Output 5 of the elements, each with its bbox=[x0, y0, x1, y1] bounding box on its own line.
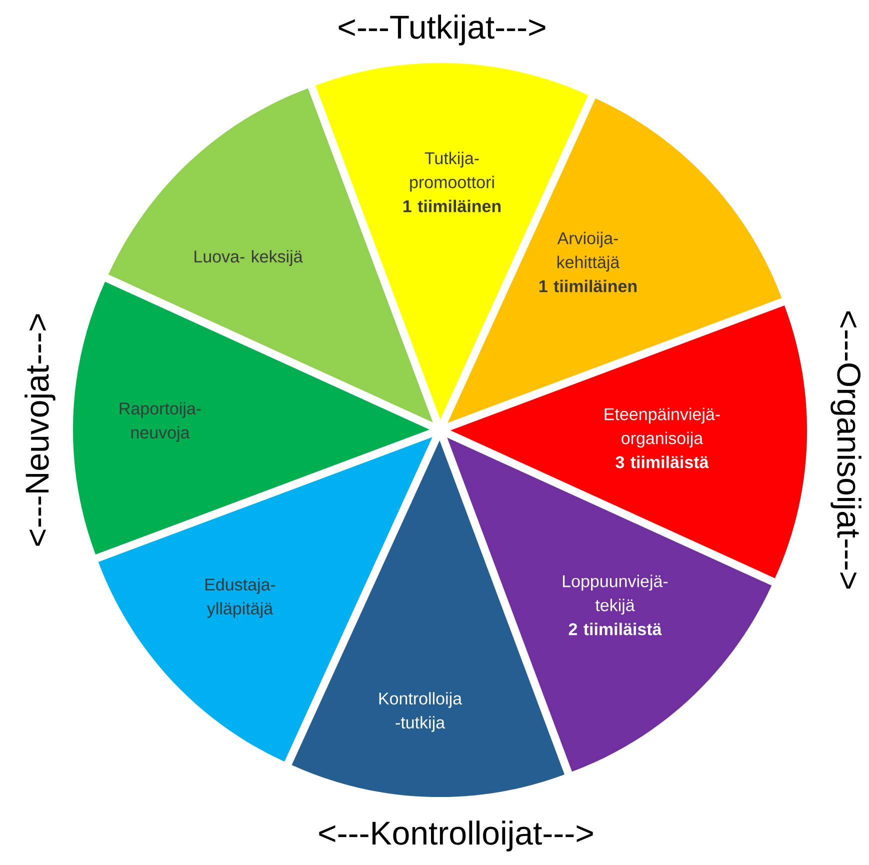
group-label: <---Organisoijat---> bbox=[830, 311, 862, 589]
group-label: <---Kontrolloijat---> bbox=[319, 820, 593, 852]
group-label: <---Tutkijat---> bbox=[338, 14, 546, 46]
pie-wedge: Raportoija- neuvoja bbox=[73, 282, 430, 554]
group-label: <---Neuvojat---> bbox=[24, 314, 56, 546]
